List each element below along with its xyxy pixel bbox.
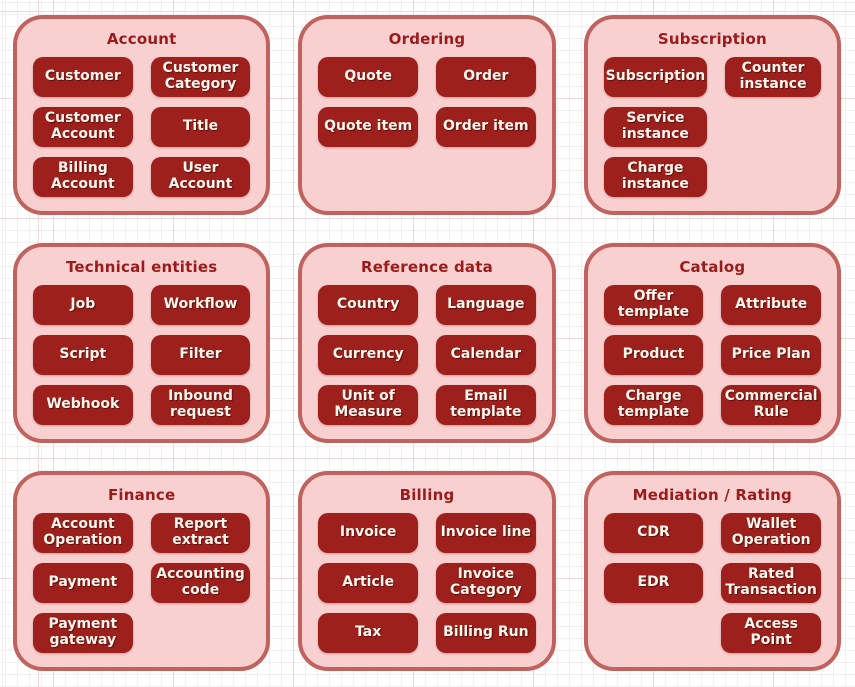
entity-button-rated-transaction[interactable]: Rated Transaction: [721, 563, 821, 603]
entity-button-attribute[interactable]: Attribute: [721, 285, 821, 325]
entity-button-customer[interactable]: Customer: [33, 57, 133, 97]
entity-button-invoice-line[interactable]: Invoice line: [435, 513, 536, 553]
entity-button-commercial-rule[interactable]: Commercial Rule: [721, 385, 821, 425]
entity-button-price-plan[interactable]: Price Plan: [721, 335, 821, 375]
entity-button-invoice-category[interactable]: Invoice Category: [435, 563, 536, 603]
entity-button-job[interactable]: Job: [33, 285, 133, 325]
entity-button-email-template[interactable]: Email template: [435, 385, 536, 425]
entity-button-accounting-code[interactable]: Accounting code: [150, 563, 251, 603]
entity-button-subscription[interactable]: Subscription: [603, 57, 708, 97]
entity-button-script[interactable]: Script: [33, 335, 133, 375]
entity-button-product[interactable]: Product: [603, 335, 704, 375]
entity-button-order-item[interactable]: Order item: [435, 107, 536, 147]
entity-button-user-account[interactable]: User Account: [150, 157, 251, 197]
entity-button-customer-category[interactable]: Customer Category: [150, 57, 251, 97]
entity-button-offer-template[interactable]: Offer template: [603, 285, 704, 325]
entity-button-currency[interactable]: Currency: [318, 335, 418, 375]
entity-button-customer-account[interactable]: Customer Account: [33, 107, 133, 147]
entity-button-title[interactable]: Title: [150, 107, 251, 147]
entity-button-billing-account[interactable]: Billing Account: [33, 157, 133, 197]
group-title: Subscription: [657, 30, 767, 48]
group-title: Technical entities: [65, 258, 218, 276]
group-title: Reference data: [361, 258, 493, 276]
entity-button-country[interactable]: Country: [318, 285, 418, 325]
entity-button-charge-template[interactable]: Charge template: [603, 385, 704, 425]
entity-button-quote-item[interactable]: Quote item: [318, 107, 418, 147]
entity-button-calendar[interactable]: Calendar: [435, 335, 536, 375]
group-title: Catalog: [679, 258, 746, 276]
entity-button-invoice[interactable]: Invoice: [318, 513, 418, 553]
entity-button-billing-run[interactable]: Billing Run: [435, 613, 536, 653]
group-title: Mediation / Rating: [632, 486, 792, 504]
entity-button-charge-instance[interactable]: Charge instance: [603, 157, 708, 197]
entity-button-account-operation[interactable]: Account Operation: [33, 513, 133, 553]
entity-button-filter[interactable]: Filter: [150, 335, 251, 375]
group-title: Billing: [399, 486, 455, 504]
group-title: Account: [106, 30, 177, 48]
entity-button-tax[interactable]: Tax: [318, 613, 418, 653]
group-title: Finance: [107, 486, 176, 504]
entity-button-payment[interactable]: Payment: [33, 563, 133, 603]
entity-button-report-extract[interactable]: Report extract: [150, 513, 251, 553]
entity-button-order[interactable]: Order: [435, 57, 536, 97]
entity-button-cdr[interactable]: CDR: [603, 513, 704, 553]
entity-button-wallet-operation[interactable]: Wallet Operation: [721, 513, 821, 553]
entity-button-service-instance[interactable]: Service instance: [603, 107, 708, 147]
entity-button-webhook[interactable]: Webhook: [33, 385, 133, 425]
entity-button-unit-of-measure[interactable]: Unit of Measure: [318, 385, 418, 425]
entity-button-inbound-request[interactable]: Inbound request: [150, 385, 251, 425]
entity-button-edr[interactable]: EDR: [603, 563, 704, 603]
entity-button-language[interactable]: Language: [435, 285, 536, 325]
entity-button-article[interactable]: Article: [318, 563, 418, 603]
entity-button-quote[interactable]: Quote: [318, 57, 418, 97]
entity-button-payment-gateway[interactable]: Payment gateway: [33, 613, 133, 653]
entity-button-counter-instance[interactable]: Counter instance: [725, 57, 821, 97]
entity-button-access-point[interactable]: Access Point: [721, 613, 821, 653]
entity-button-workflow[interactable]: Workflow: [150, 285, 251, 325]
group-title: Ordering: [388, 30, 466, 48]
